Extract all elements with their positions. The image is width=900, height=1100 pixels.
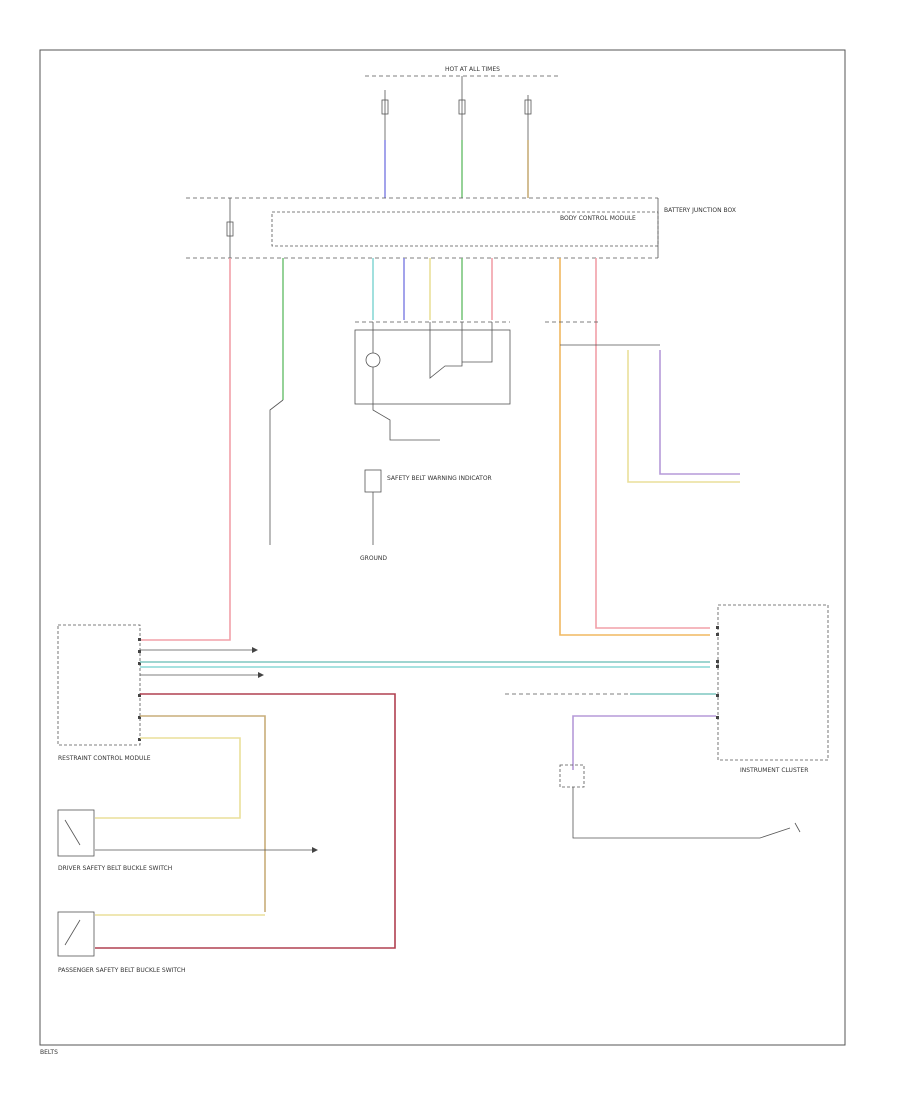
cluster-pin-4 — [716, 665, 719, 668]
rcm-module — [57, 624, 141, 746]
ground-icon — [794, 822, 801, 833]
rcm-pin-6 — [138, 738, 141, 741]
power-source-label: HOT AT ALL TIMES — [445, 66, 500, 73]
left-fuse — [226, 221, 234, 237]
fuse-2 — [458, 99, 466, 115]
connector-arrow-icon-2 — [258, 672, 264, 678]
indicator-box — [364, 469, 382, 493]
relay-link — [462, 322, 493, 363]
passenger-switch-label: PASSENGER SAFETY BELT BUCKLE SWITCH — [58, 967, 185, 974]
fuse-1 — [381, 99, 389, 115]
relay-switch-icon — [429, 322, 463, 379]
wire-purple-right — [659, 350, 740, 475]
cluster-label: INSTRUMENT CLUSTER — [740, 767, 808, 774]
chime-ground-lead — [572, 787, 791, 839]
bjb-label: BATTERY JUNCTION BOX — [664, 207, 736, 214]
rcm-pin-4 — [138, 694, 141, 697]
switch-icon-2 — [64, 919, 81, 946]
rcm-pin-5 — [138, 716, 141, 719]
driver-buckle-switch — [57, 809, 95, 857]
bcm-label: BODY CONTROL MODULE — [560, 215, 636, 222]
relay-box — [354, 329, 511, 405]
rcm-pin-1 — [138, 638, 141, 641]
rcm-label: RESTRAINT CONTROL MODULE — [58, 755, 151, 762]
connector-arrow-icon-3 — [312, 847, 318, 853]
wire-yellow-driver — [95, 737, 241, 819]
wire-orange-right — [559, 258, 710, 636]
cluster-pin-6 — [716, 716, 719, 719]
indicator-label: SAFETY BELT WARNING INDICATOR — [387, 475, 492, 482]
cluster-pin-2 — [716, 633, 719, 636]
ground-label: GROUND — [360, 555, 387, 562]
wire-pink-right — [595, 258, 710, 629]
cluster-pin-3 — [716, 660, 719, 663]
cluster-pin-5 — [716, 694, 719, 697]
cluster-pin-1 — [716, 626, 719, 629]
driver-buckle-lead — [269, 399, 284, 545]
wire-tan-center — [140, 715, 266, 912]
rcm-pin-3 — [138, 662, 141, 665]
lamp-ground-lead — [372, 367, 440, 441]
chime-module — [559, 764, 585, 788]
driver-switch-label: DRIVER SAFETY BELT BUCKLE SWITCH — [58, 865, 172, 872]
footer-label: BELTS — [40, 1049, 58, 1056]
connector-arrow-icon — [252, 647, 258, 653]
wire-red-passenger — [95, 693, 396, 949]
cluster-module — [717, 604, 829, 761]
diagram-frame — [39, 49, 846, 1046]
fuse-3 — [524, 99, 532, 115]
lamp-icon — [365, 352, 381, 368]
wire-purple-short — [572, 715, 716, 770]
passenger-buckle-switch — [57, 911, 95, 957]
rcm-pin-2 — [138, 650, 141, 653]
wire-pink-left — [140, 258, 231, 641]
switch-icon — [64, 819, 81, 846]
wire-yellow-right — [627, 350, 740, 483]
